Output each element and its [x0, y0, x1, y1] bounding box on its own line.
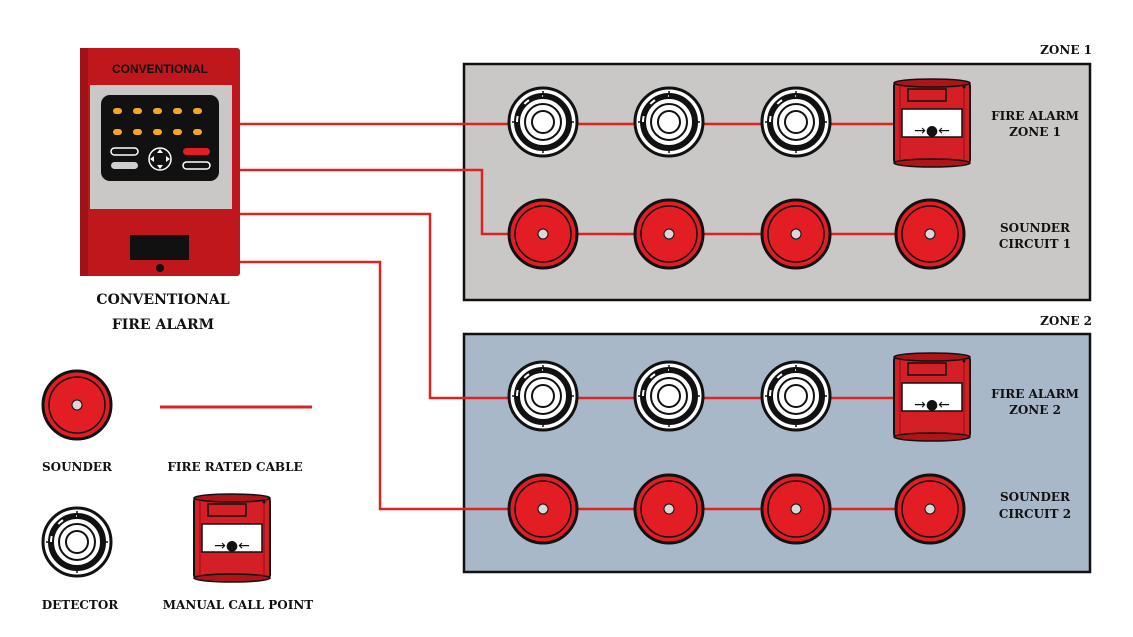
legend-detector-label: DETECTOR — [42, 598, 120, 612]
panel-caption-line2: FIRE ALARM — [112, 317, 214, 333]
fire-alarm-panel-icon: CONVENTIONAL — [80, 48, 240, 276]
legend-call-point-glyph: →●← — [214, 538, 250, 554]
zone-2-detector-label-line1: FIRE ALARM — [991, 387, 1079, 401]
zone-2-sounder-label-line1: SOUNDER — [1000, 490, 1071, 504]
sounder-icon — [760, 198, 832, 270]
zone-1-sounder-label-line1: SOUNDER — [1000, 221, 1071, 235]
sounder-icon — [507, 473, 579, 545]
detector-icon — [509, 88, 577, 156]
zone-2-sounder-label-line2: CIRCUIT 2 — [999, 507, 1071, 521]
panel-screen-title: CONVENTIONAL — [112, 62, 208, 76]
zone-2-call-point-glyph: →●← — [914, 397, 950, 413]
zone-1-detector-label-line2: ZONE 1 — [1009, 125, 1061, 139]
panel-caption-line1: CONVENTIONAL — [96, 292, 229, 308]
legend-sounder-label: SOUNDER — [42, 460, 113, 474]
sounder-icon — [894, 198, 966, 270]
sounder-icon — [507, 198, 579, 270]
sounder-icon — [760, 473, 832, 545]
legend: SOUNDER FIRE RATED CABLE DETECTOR →●← MA… — [41, 369, 314, 612]
sounder-icon — [41, 369, 113, 441]
zone-1-detector-label-line1: FIRE ALARM — [991, 109, 1079, 123]
zone-1-call-point-glyph: →●← — [914, 123, 950, 139]
zone-2-detector-label-line2: ZONE 2 — [1009, 403, 1061, 417]
zone-1-title: ZONE 1 — [1040, 43, 1092, 57]
detector-icon — [43, 508, 111, 576]
detector-icon — [762, 362, 830, 430]
sounder-icon — [894, 473, 966, 545]
legend-cable-label: FIRE RATED CABLE — [167, 460, 302, 474]
detector-icon — [635, 88, 703, 156]
zone-1-sounder-label-line2: CIRCUIT 1 — [999, 237, 1071, 251]
sounder-icon — [633, 473, 705, 545]
detector-icon — [635, 362, 703, 430]
detector-icon — [762, 88, 830, 156]
detector-icon — [509, 362, 577, 430]
zone-2-title: ZONE 2 — [1040, 314, 1092, 328]
sounder-icon — [633, 198, 705, 270]
cable-zone-1-sounders — [240, 168, 930, 236]
legend-call-point-label: MANUAL CALL POINT — [163, 598, 314, 612]
